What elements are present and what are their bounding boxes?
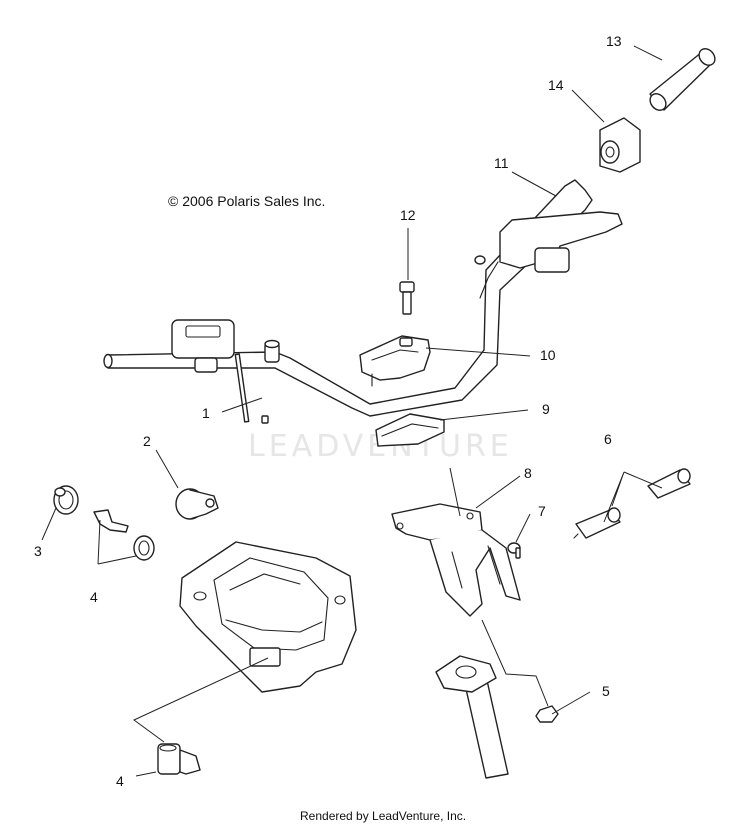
copyright-text: © 2006 Polaris Sales Inc. <box>168 193 325 209</box>
key-switch[interactable] <box>157 743 201 775</box>
handlebar[interactable] <box>103 179 593 417</box>
callout-2: 2 <box>143 433 151 449</box>
callout-13: 13 <box>606 33 622 49</box>
upper-bar-clamp[interactable] <box>359 335 431 387</box>
mounting-bracket[interactable] <box>391 503 521 617</box>
console-housing[interactable] <box>179 541 357 693</box>
callout-12: 12 <box>400 207 416 223</box>
callout-4a: 4 <box>90 589 98 605</box>
callout-11: 11 <box>494 155 509 171</box>
callout-6: 6 <box>604 431 612 447</box>
footer-credit: Rendered by LeadVenture, Inc. <box>300 809 466 823</box>
brake-lever-assembly[interactable] <box>474 211 623 299</box>
callout-5: 5 <box>602 683 610 699</box>
clip-and-grommet[interactable] <box>93 509 155 561</box>
steering-post[interactable] <box>435 655 509 779</box>
left-switch-housing[interactable] <box>171 319 235 373</box>
lower-bar-clamp[interactable] <box>375 413 445 447</box>
throttle-housing[interactable] <box>599 117 641 173</box>
leader-lines <box>41 45 663 777</box>
callout-8: 8 <box>524 465 532 481</box>
clamp-bolt[interactable] <box>399 281 415 315</box>
indicator-bulbs[interactable] <box>573 468 691 539</box>
callout-3: 3 <box>34 543 42 559</box>
callout-1: 1 <box>202 405 210 421</box>
callout-labels: 1 2 3 4 4 5 6 7 8 9 10 11 12 13 14 <box>34 33 622 789</box>
screw[interactable] <box>507 542 521 559</box>
cable-tie[interactable] <box>234 353 269 424</box>
knob[interactable] <box>53 485 79 515</box>
callout-10: 10 <box>540 347 556 363</box>
callout-7: 7 <box>538 503 546 519</box>
callout-9: 9 <box>542 401 550 417</box>
bar-bushing[interactable] <box>264 339 280 363</box>
callout-14: 14 <box>548 77 564 93</box>
callout-4b: 4 <box>116 773 124 789</box>
indicator-cap[interactable] <box>175 488 219 520</box>
handlebar-grip[interactable] <box>647 46 718 114</box>
nut[interactable] <box>535 705 559 723</box>
